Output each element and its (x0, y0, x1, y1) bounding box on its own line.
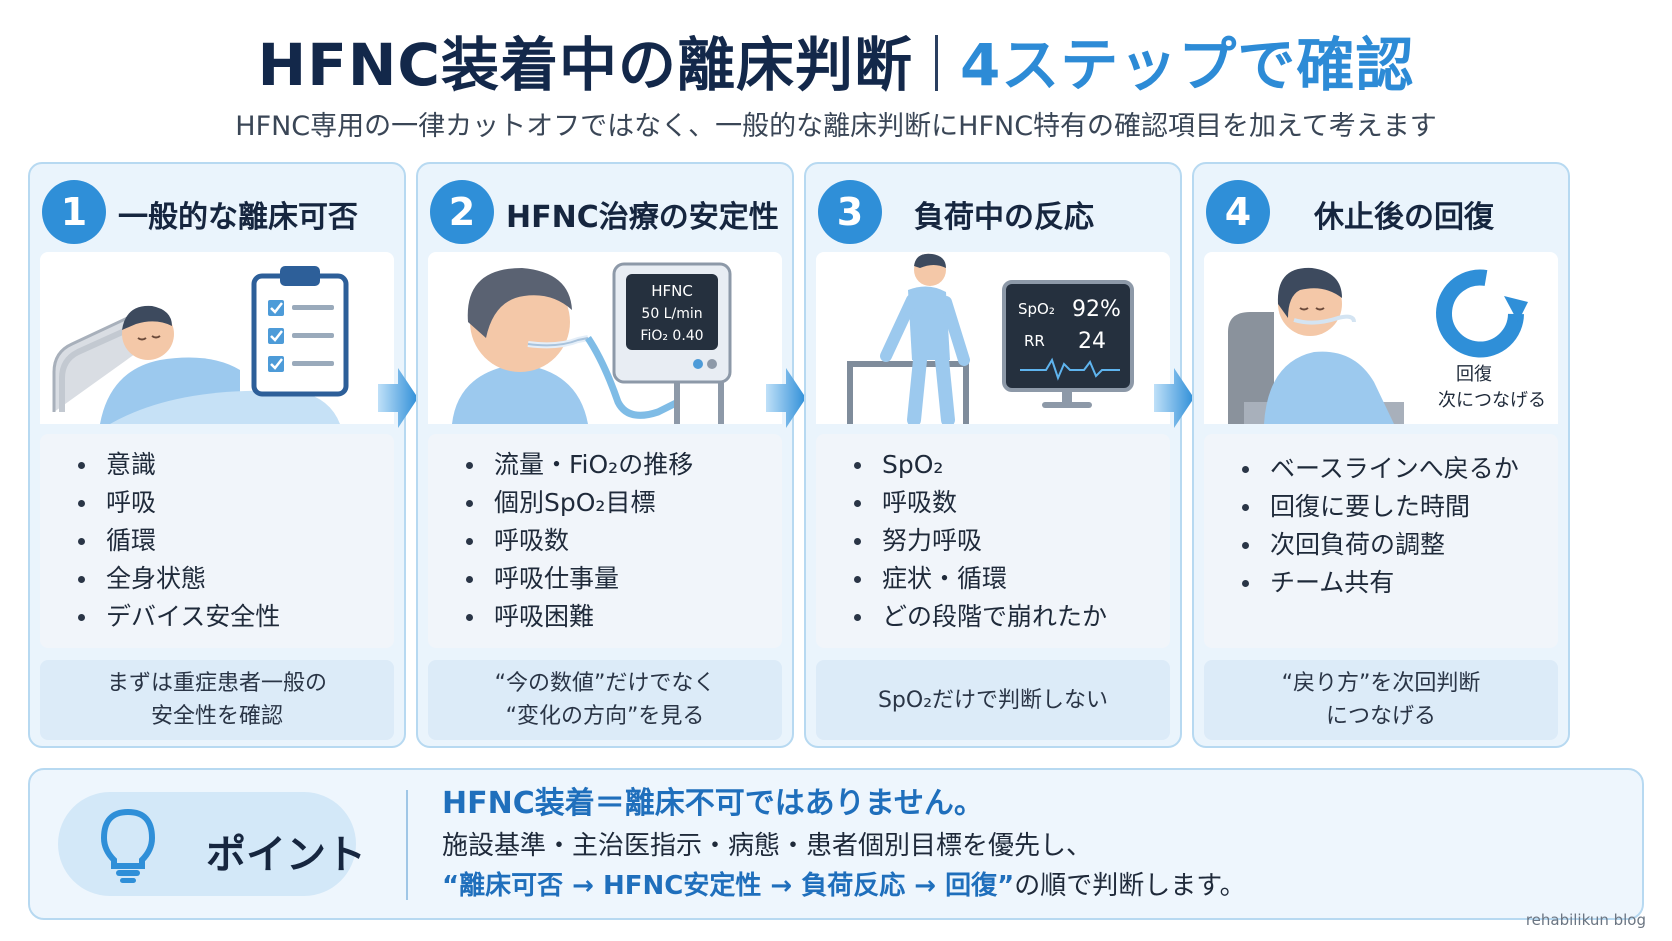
patient-resting-icon (1228, 267, 1404, 424)
patient-with-cannula-icon (452, 268, 680, 424)
list-item: 循環 (78, 522, 394, 560)
list-item: 呼吸数 (466, 522, 782, 560)
list-item: 努力呼吸 (854, 522, 1170, 560)
step-number: 3 (818, 180, 882, 244)
point-panel: ポイント HFNC装着＝離床不可ではありません。 施設基準・主治医指示・病態・患… (28, 768, 1644, 920)
list-item: 流量・FiO₂の推移 (466, 446, 782, 484)
list-item: 個別SpO₂目標 (466, 484, 782, 522)
credit-text: rehabilikun blog (1525, 911, 1646, 929)
step-header: 2 HFNC治療の安定性 (418, 164, 792, 252)
recovery-cycle-icon: 回復 次につなげる (1436, 269, 1546, 411)
list-item: ベースラインへ戻るか (1242, 450, 1558, 488)
point-flow-tail: の順で判断します。 (1014, 871, 1246, 901)
step-title: 休止後の回復 (1314, 200, 1494, 235)
list-item: デバイス安全性 (78, 598, 394, 636)
monitor-spo2-label: SpO₂ (1018, 300, 1055, 318)
point-text: HFNC装着＝離床不可ではありません。 施設基準・主治医指示・病態・患者個別目標… (442, 782, 1246, 906)
point-line: 施設基準・主治医指示・病態・患者個別目標を優先し、 (442, 831, 1093, 861)
step-note: まずは重症患者一般の 安全性を確認 (40, 660, 394, 740)
title-word: 確認 (1296, 31, 1415, 99)
step-header: 4 休止後の回復 (1194, 164, 1568, 252)
point-heading: HFNC装着＝離床不可ではありません。 (442, 786, 984, 821)
step-note: “戻り方”を次回判断 につなげる (1204, 660, 1558, 740)
hfnc-device-icon: HFNC 50 L/min FiO₂ 0.40 (612, 262, 732, 424)
list-item: 呼吸仕事量 (466, 560, 782, 598)
note-line: SpO₂だけで判断しない (877, 687, 1109, 713)
note-line: “今の数値”だけでなく (494, 671, 716, 696)
clipboard-checklist-icon (251, 266, 349, 397)
device-label: HFNC (651, 282, 693, 300)
list-item: どの段階で崩れたか (854, 598, 1170, 636)
step-illustration: SpO₂ 92% RR 24 (816, 252, 1170, 424)
page-subtitle: HFNC専用の一律カットオフではなく、一般的な離床判断にHFNC特有の確認項目を… (235, 111, 1437, 142)
step-number: 4 (1206, 180, 1270, 244)
list-item: 呼吸数 (854, 484, 1170, 522)
vital-monitor-icon: SpO₂ 92% RR 24 (1002, 280, 1134, 408)
note-line: につなげる (1325, 704, 1436, 729)
device-fio2: FiO₂ 0.40 (640, 328, 703, 344)
title-divider (934, 35, 938, 91)
list-item: SpO₂ (854, 446, 1170, 484)
list-item: 次回負荷の調整 (1242, 526, 1558, 564)
step-card-3: 3 負荷中の反応 SpO₂ 92% RR 24 (804, 162, 1182, 748)
list-item: 呼吸 (78, 484, 394, 522)
list-item: 意識 (78, 446, 394, 484)
recovery-sublabel: 次につなげる (1438, 390, 1546, 411)
title-accent: 4ステップで (959, 31, 1297, 99)
page-title: HFNC装着中の離床判断 4ステップで確認 (0, 18, 1672, 102)
step-card-1: 1 一般的な離床可否 (28, 162, 406, 748)
monitor-rr-label: RR (1024, 332, 1045, 350)
step-title: HFNC治療の安定性 (506, 200, 779, 235)
list-item: 症状・循環 (854, 560, 1170, 598)
title-main: HFNC装着中の離床判断 (257, 31, 913, 99)
flow-arrow-icon (1154, 368, 1194, 428)
step-number: 2 (430, 180, 494, 244)
lightbulb-icon (100, 808, 156, 883)
point-badge: ポイント (58, 792, 366, 896)
note-line: 安全性を確認 (150, 704, 283, 729)
step-card-2: 2 HFNC治療の安定性 HFNC 50 L/min FiO₂ (416, 162, 794, 748)
step-note: “今の数値”だけでなく “変化の方向”を見る (428, 660, 782, 740)
point-flow-steps: “離床可否 → HFNC安定性 → 負荷反応 → 回復” (442, 871, 1015, 901)
step-title: 一般的な離床可否 (118, 200, 358, 235)
monitor-rr-value: 24 (1078, 329, 1106, 354)
step-card-4: 4 休止後の回復 回復 次につなげる ベースラインへ戻るか 回復 (1192, 162, 1570, 748)
patient-walking-icon (847, 253, 970, 424)
step-note: SpO₂だけで判断しない (816, 660, 1170, 740)
flow-arrow-icon (766, 368, 806, 428)
step-checklist: 意識 呼吸 循環 全身状態 デバイス安全性 (40, 434, 394, 648)
step-header: 3 負荷中の反応 (806, 164, 1180, 252)
list-item: 呼吸困難 (466, 598, 782, 636)
note-line: “変化の方向”を見る (505, 704, 705, 729)
step-number: 1 (42, 180, 106, 244)
step-illustration (40, 252, 394, 424)
list-item: チーム共有 (1242, 564, 1558, 602)
step-header: 1 一般的な離床可否 (30, 164, 404, 252)
point-flow: “離床可否 → HFNC安定性 → 負荷反応 → 回復”の順で判断します。 (442, 866, 1246, 906)
note-line: まずは重症患者一般の (106, 671, 327, 696)
device-flow: 50 L/min (641, 306, 702, 322)
flow-arrow-icon (378, 368, 418, 428)
step-checklist: ベースラインへ戻るか 回復に要した時間 次回負荷の調整 チーム共有 (1204, 434, 1558, 648)
step-illustration: HFNC 50 L/min FiO₂ 0.40 (428, 252, 782, 424)
patient-in-bed-icon (52, 305, 340, 424)
list-item: 全身状態 (78, 560, 394, 598)
recovery-label: 回復 (1456, 364, 1492, 385)
step-title: 負荷中の反応 (914, 200, 1094, 235)
list-item: 回復に要した時間 (1242, 488, 1558, 526)
step-illustration: 回復 次につなげる (1204, 252, 1558, 424)
point-label: ポイント (206, 832, 366, 878)
monitor-spo2-value: 92% (1072, 297, 1121, 322)
point-divider (406, 790, 408, 900)
step-checklist: 流量・FiO₂の推移 個別SpO₂目標 呼吸数 呼吸仕事量 呼吸困難 (428, 434, 782, 648)
step-checklist: SpO₂ 呼吸数 努力呼吸 症状・循環 どの段階で崩れたか (816, 434, 1170, 648)
note-line: “戻り方”を次回判断 (1281, 671, 1481, 696)
